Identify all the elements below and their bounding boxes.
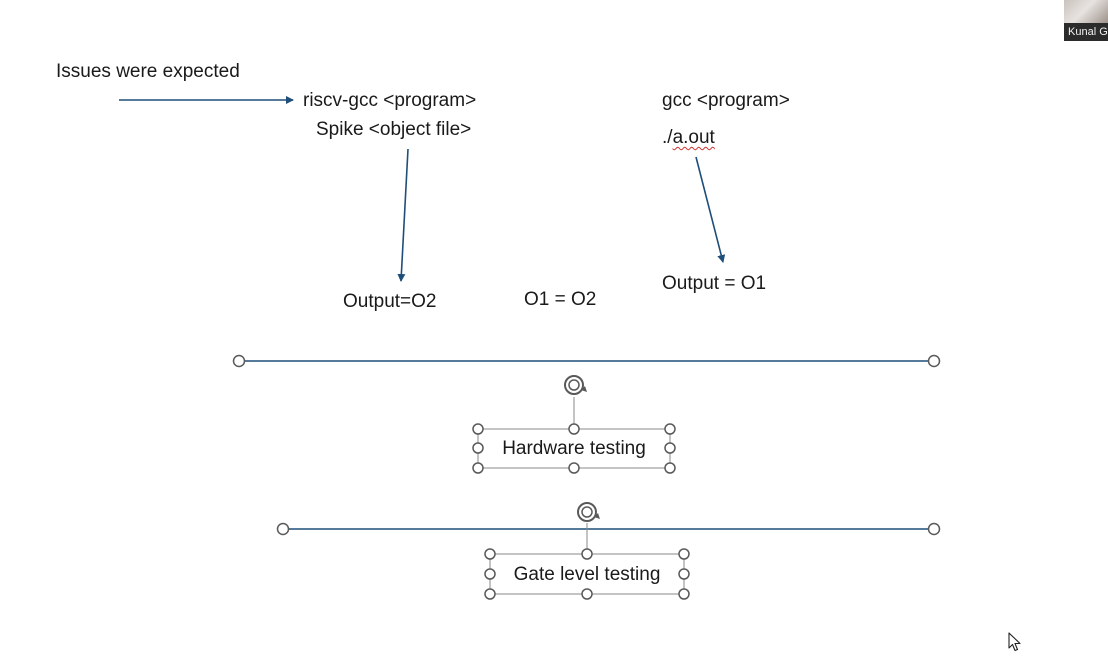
line-endpoint-handle[interactable] [927, 522, 941, 536]
spellcheck-binary-name: a.out [672, 127, 715, 148]
arrow-aout-to-output[interactable] [695, 156, 726, 263]
resize-handle[interactable] [664, 442, 676, 454]
resize-handle[interactable] [484, 548, 496, 560]
gate-level-testing-selection[interactable] [484, 502, 690, 600]
output-o1-label: Output = O1 [662, 273, 767, 294]
participant-video-feed [1064, 0, 1108, 24]
resize-handle[interactable] [568, 423, 580, 435]
participant-name: Kunal G [1064, 23, 1108, 41]
arrow-spike-to-output[interactable] [397, 148, 409, 282]
rotate-icon[interactable] [577, 502, 600, 522]
line-endpoint-handle[interactable] [232, 354, 246, 368]
gcc-command: gcc <program> [662, 90, 790, 111]
riscv-gcc-command: riscv-gcc <program> [303, 90, 477, 111]
resize-handle[interactable] [678, 548, 690, 560]
gate-level-testing-textbox-text[interactable]: Gate level testing [513, 564, 661, 585]
run-aout-command: ./a.out [662, 128, 715, 147]
hardware-testing-selection[interactable] [472, 375, 676, 474]
run-prefix: ./ [662, 127, 673, 148]
resize-handle[interactable] [484, 588, 496, 600]
spike-command: Spike <object file> [316, 119, 472, 140]
selected-line-1[interactable] [232, 354, 941, 368]
hardware-testing-textbox-text[interactable]: Hardware testing [502, 438, 646, 459]
resize-handle[interactable] [664, 423, 676, 435]
resize-handle[interactable] [581, 588, 593, 600]
mouse-pointer-icon [1008, 632, 1021, 652]
resize-handle[interactable] [472, 462, 484, 474]
resize-handle[interactable] [678, 568, 690, 580]
resize-handle[interactable] [472, 442, 484, 454]
issues-expected-label: Issues were expected [56, 61, 240, 82]
resize-handle[interactable] [484, 568, 496, 580]
participant-video-tile[interactable]: Kunal G [1064, 0, 1108, 41]
output-o2-label: Output=O2 [343, 291, 437, 312]
resize-handle[interactable] [581, 548, 593, 560]
line-endpoint-handle[interactable] [276, 522, 290, 536]
selected-line-2[interactable] [276, 522, 941, 536]
equality-label: O1 = O2 [524, 289, 597, 310]
rotate-icon[interactable] [564, 375, 587, 395]
line-endpoint-handle[interactable] [927, 354, 941, 368]
resize-handle[interactable] [664, 462, 676, 474]
resize-handle[interactable] [678, 588, 690, 600]
resize-handle[interactable] [472, 423, 484, 435]
resize-handle[interactable] [568, 462, 580, 474]
